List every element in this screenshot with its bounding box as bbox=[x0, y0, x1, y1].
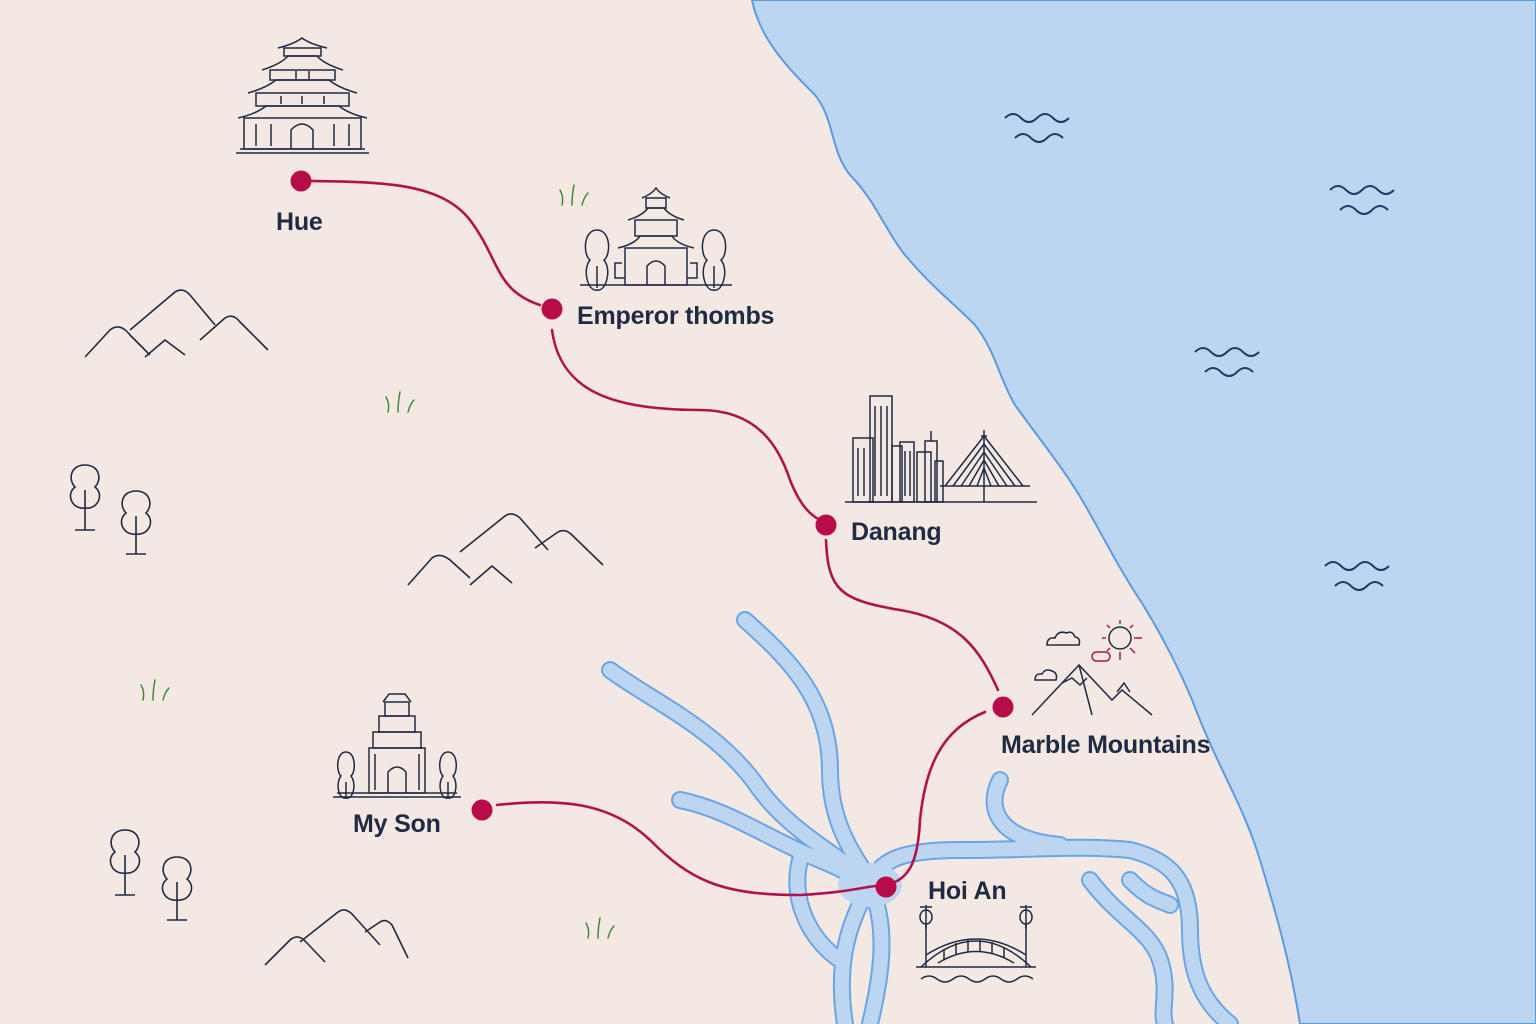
citadel-icon bbox=[236, 38, 369, 153]
wave-icon bbox=[1004, 113, 1395, 591]
stop-marker-emperor[interactable] bbox=[541, 298, 563, 320]
stop-marker-danang[interactable] bbox=[815, 514, 837, 536]
tomb-pavilion-icon bbox=[580, 188, 732, 290]
stop-marker-hoian[interactable] bbox=[875, 876, 897, 898]
route-line bbox=[308, 179, 1000, 897]
stop-label-hue: Hue bbox=[276, 208, 323, 236]
stop-marker-myson[interactable] bbox=[471, 799, 493, 821]
tree-icon bbox=[69, 464, 193, 921]
river-system bbox=[601, 611, 1239, 1024]
stop-label-marble: Marble Mountains bbox=[1001, 731, 1211, 759]
city-skyline-bridge-icon bbox=[845, 396, 1037, 502]
stop-marker-hue[interactable] bbox=[290, 170, 312, 192]
mountains-sun-icon bbox=[1032, 620, 1152, 715]
grass-icon bbox=[140, 184, 615, 939]
japanese-bridge-lantern-icon bbox=[916, 905, 1036, 982]
route-stops bbox=[290, 170, 1014, 898]
temple-tower-icon bbox=[333, 694, 461, 798]
mountain-icon bbox=[84, 289, 604, 966]
stop-label-hoian: Hoi An bbox=[928, 877, 1007, 905]
stop-label-myson: My Son bbox=[353, 810, 441, 838]
stop-label-emperor: Emperor thombs bbox=[577, 302, 775, 330]
stop-marker-marble[interactable] bbox=[992, 696, 1014, 718]
sea-area bbox=[750, 0, 1536, 1024]
stop-label-danang: Danang bbox=[851, 518, 942, 546]
